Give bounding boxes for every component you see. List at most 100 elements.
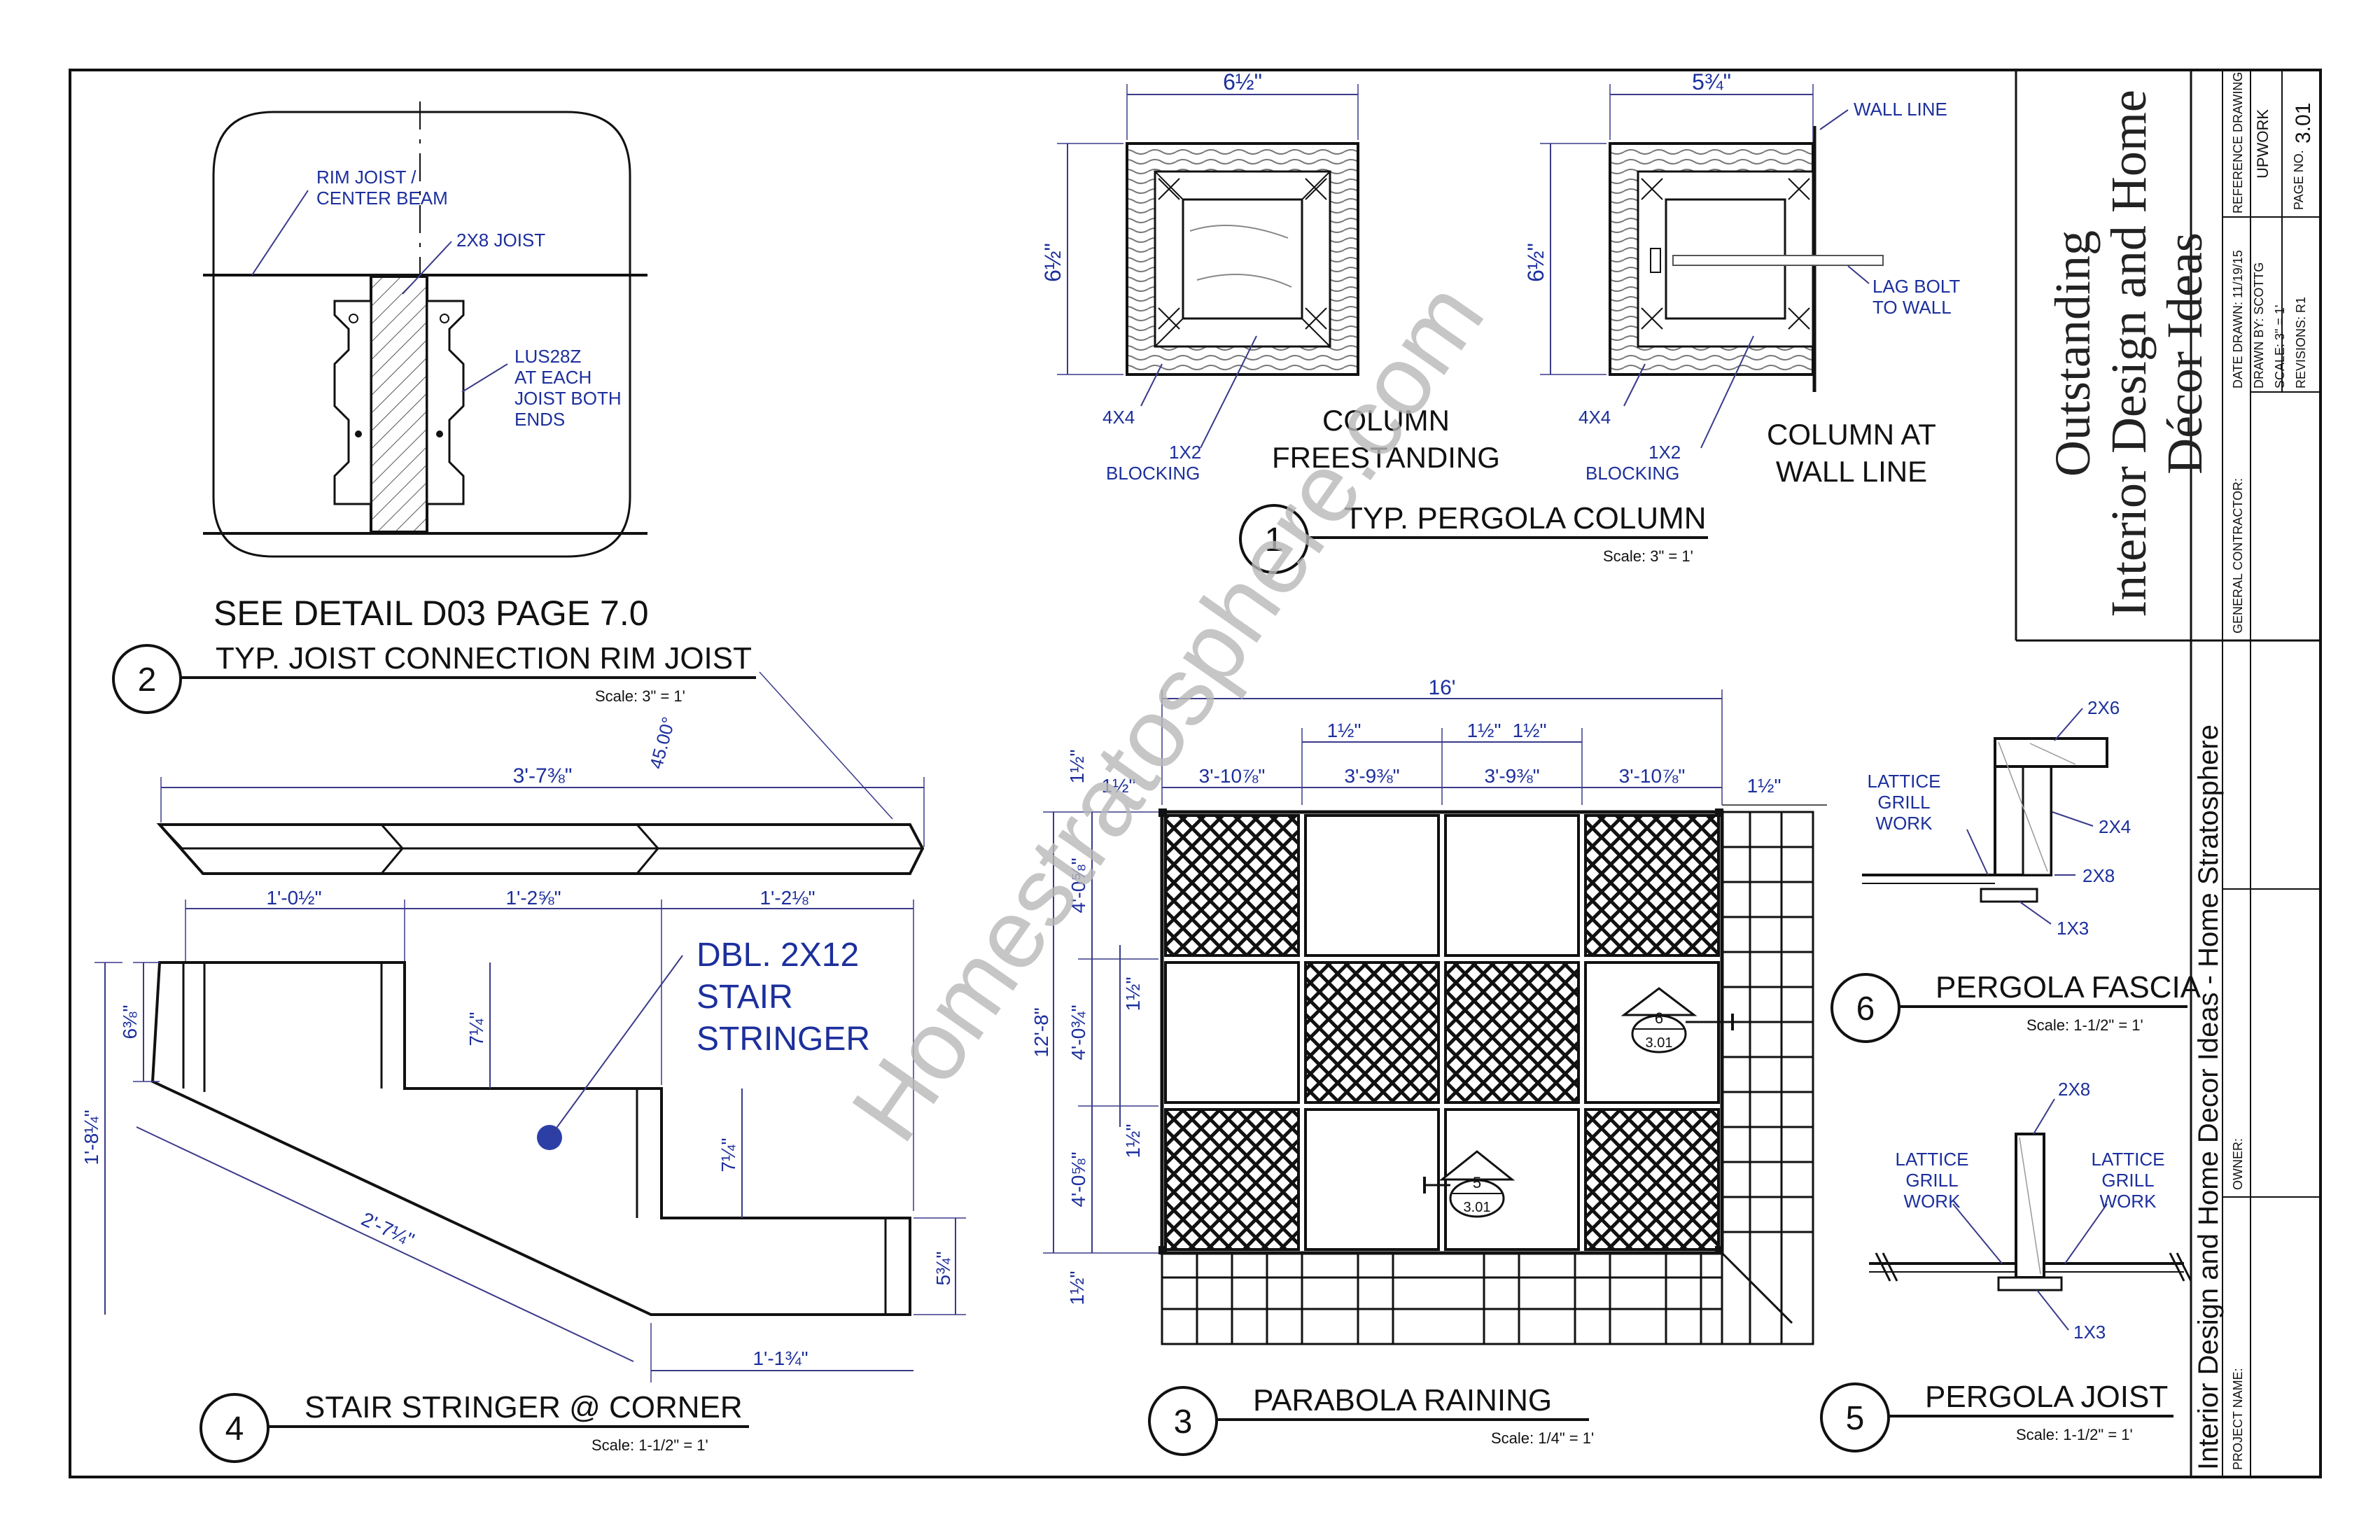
stringer-label-1: DBL. 2X12 xyxy=(696,937,859,974)
bay-4-dim: 3'-10⅞" xyxy=(1619,765,1686,787)
col-free-blocking-1: 1X2 xyxy=(1169,442,1201,463)
top-length-dim: 3'-7⅜" xyxy=(513,764,573,788)
joist-right-lattice-2: GRILL xyxy=(2101,1170,2154,1191)
detail-1-number: 1 xyxy=(1265,522,1284,559)
hanger-label-1: LUS28Z xyxy=(514,346,581,367)
reference-drawing-value: UPWORK xyxy=(2254,109,2272,178)
project-vertical-title: Interior Design and Home Decor Ideas - H… xyxy=(2193,724,2224,1470)
tread-3-dim: 1'-2⅛" xyxy=(760,887,815,909)
joist-left-lattice-1: LATTICE xyxy=(1896,1149,1969,1170)
gap-edge-right-dim: 1½" xyxy=(1747,775,1782,797)
hanger-label-2: AT EACH xyxy=(514,367,592,388)
col-free-label-2: FREESTANDING xyxy=(1272,441,1500,474)
joist-left-lattice-3: WORK xyxy=(1904,1191,1961,1212)
rim-joist-label-2: CENTER BEAM xyxy=(316,188,448,209)
detail-5-number: 5 xyxy=(1846,1400,1865,1437)
detail-stair-stringer: 3'-7⅜" 45.00° 1'-0½" 1'-2⅝" 1'-2⅛" 6⅜" 1… xyxy=(80,671,966,1463)
detail-6-number: 6 xyxy=(1856,990,1875,1028)
v-gap-bottom-dim: 1½" xyxy=(1066,1271,1088,1306)
col-wall-label-2: WALL LINE xyxy=(1776,455,1927,488)
col-free-width-dim: 6½" xyxy=(1223,69,1262,94)
title-line-1: Outstanding xyxy=(2045,230,2101,477)
detail-1-title: TYP. PERGOLA COLUMN xyxy=(1344,501,1707,536)
detail-2-scale: Scale: 3" = 1' xyxy=(595,687,685,705)
fascia-low-label: 2X8 xyxy=(2082,865,2115,886)
detail-2-title: TYP. JOIST CONNECTION RIM JOIST xyxy=(216,641,752,676)
total-height-dim: 1'-8¼" xyxy=(80,1110,102,1165)
detail-1-scale: Scale: 3" = 1' xyxy=(1603,547,1693,565)
gap-edge-left-dim: 1½" xyxy=(1102,775,1136,797)
owner-label: OWNER: xyxy=(2231,1138,2245,1190)
rim-joist-label-1: RIM JOIST / xyxy=(316,167,416,188)
bay-2-dim: 3'-9⅜" xyxy=(1344,765,1399,787)
joist-right-lattice-1: LATTICE xyxy=(2092,1149,2165,1170)
bay-1-dim: 3'-10⅞" xyxy=(1199,765,1266,787)
row-2-dim: 4'-0¾" xyxy=(1068,1004,1089,1060)
stringer-label-3: STRINGER xyxy=(696,1021,870,1058)
fascia-lattice-3: WORK xyxy=(1876,813,1933,834)
title-line-3: Décor Ideas xyxy=(2157,232,2213,475)
plan-width-dim: 16' xyxy=(1428,676,1455,699)
v-gap-1-dim: 1½" xyxy=(1122,977,1144,1011)
fascia-lattice-1: LATTICE xyxy=(1868,771,1941,792)
wall-line-label: WALL LINE xyxy=(1854,99,1947,120)
title-block: Outstanding Interior Design and Home Déc… xyxy=(2045,69,2315,1470)
detail-3-scale: Scale: 1/4" = 1' xyxy=(1491,1429,1594,1447)
fascia-lattice-2: GRILL xyxy=(1877,792,1930,813)
tread-1-dim: 1'-0½" xyxy=(266,887,321,909)
hanger-label-3: JOIST BOTH xyxy=(514,388,622,409)
v-gap-2-dim: 1½" xyxy=(1122,1124,1144,1158)
reference-drawing-label: REFERENCE DRAWING: xyxy=(2231,69,2245,214)
angle-dim: 45.00° xyxy=(645,715,680,771)
project-name-label: PROJECT NAME: xyxy=(2231,1368,2245,1470)
detail-5-scale: Scale: 1-1/2" = 1' xyxy=(2016,1426,2133,1443)
callout-6-number: 6 xyxy=(1655,1009,1663,1027)
gap-a-dim: 1½" xyxy=(1327,720,1362,741)
col-free-post-label: 4X4 xyxy=(1102,407,1135,428)
detail-2-number: 2 xyxy=(138,662,157,699)
detail-4-title: STAIR STRINGER @ CORNER xyxy=(304,1390,743,1424)
detail-pergola-fascia: 2X6 2X4 2X8 1X3 LATTICE GRILL WORK 6 PER… xyxy=(1830,697,2202,1043)
callout-6-sheet: 3.01 xyxy=(1646,1035,1673,1051)
scale-info: SCALE: 3" = 1' xyxy=(2273,305,2287,388)
revisions: REVISIONS: R1 xyxy=(2294,297,2308,388)
gap-c-dim: 1½" xyxy=(1513,720,1547,741)
col-wall-blocking-2: BLOCKING xyxy=(1586,463,1679,484)
riser-2-dim: 7¼" xyxy=(718,1138,739,1172)
detail-3-title: PARABOLA RAINING xyxy=(1253,1383,1552,1418)
col-wall-post-label: 4X4 xyxy=(1578,407,1611,428)
v-gap-top-dim: 1½" xyxy=(1066,750,1088,784)
bay-3-dim: 3'-9⅜" xyxy=(1484,765,1539,787)
gap-b-dim: 1½" xyxy=(1467,720,1502,741)
col-wall-blocking-1: 1X2 xyxy=(1648,442,1681,463)
fascia-bottom-label: 1X3 xyxy=(2057,918,2089,939)
joist-left-lattice-2: GRILL xyxy=(1905,1170,1958,1191)
col-wall-width-dim: 5¾" xyxy=(1692,69,1731,94)
col-free-label-1: COLUMN xyxy=(1322,404,1450,437)
hanger-label-4: ENDS xyxy=(514,409,565,430)
see-detail-note: SEE DETAIL D03 PAGE 7.0 xyxy=(214,594,649,633)
row-3-dim: 4'-0⅝" xyxy=(1068,1152,1089,1207)
general-contractor-label: GENERAL CONTRACTOR: xyxy=(2231,478,2245,634)
drawn-by: DRAWN BY: SCOTTG xyxy=(2252,262,2266,388)
detail-pergola-column: 6½" 6½" 4X4 1X2 BLOCKING COLUMN FREESTAN… xyxy=(1040,69,1960,574)
row-1-dim: 4'-0⅝" xyxy=(1068,858,1089,913)
plan-height-dim: 12'-8" xyxy=(1030,1007,1052,1057)
joist-right-lattice-3: WORK xyxy=(2100,1191,2157,1212)
detail-4-scale: Scale: 1-1/2" = 1' xyxy=(592,1436,708,1454)
detail-3-number: 3 xyxy=(1174,1404,1193,1441)
tread-2-dim: 1'-2⅝" xyxy=(505,887,561,909)
col-wall-height-dim: 6½" xyxy=(1523,243,1548,282)
joist-bottom-label: 1X3 xyxy=(2073,1322,2106,1343)
detail-6-title: PERGOLA FASCIA xyxy=(1935,970,2202,1004)
sheet-border xyxy=(69,69,2322,1478)
riser-left-dim: 6⅜" xyxy=(119,1005,141,1040)
callout-5-number: 5 xyxy=(1473,1174,1481,1191)
lag-bolt-label-1: LAG BOLT xyxy=(1872,276,1960,297)
diagonal-dim: 2'-7¼" xyxy=(358,1208,418,1252)
col-free-height-dim: 6½" xyxy=(1040,243,1065,282)
title-line-2: Interior Design and Home xyxy=(2101,90,2157,617)
col-wall-label-1: COLUMN AT xyxy=(1767,418,1936,451)
page-no-label: PAGE NO. xyxy=(2292,150,2306,210)
